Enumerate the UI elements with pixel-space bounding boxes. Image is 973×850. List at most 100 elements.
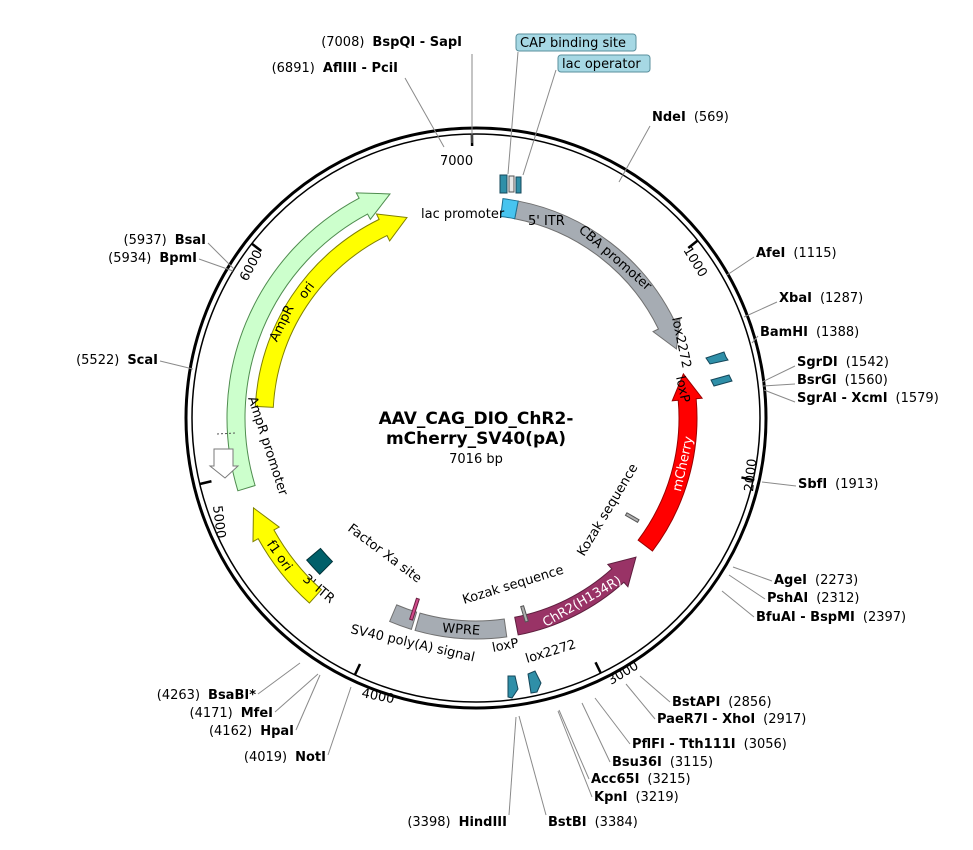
- site-label: BstBI(3384): [548, 815, 638, 830]
- callout-1: lac operator: [522, 54, 651, 176]
- site-leader-2: [618, 125, 651, 183]
- svg-text:lac operator: lac operator: [562, 57, 641, 72]
- cba-promoter-label: CBA promoter: [575, 223, 654, 295]
- site-leader-3: [726, 256, 755, 276]
- site-label: PaeR7I - XhoI(2917): [657, 712, 806, 727]
- site-label: AfeI(1115): [756, 246, 837, 261]
- wpre-label: WPRE: [442, 621, 481, 639]
- plasmid-title-line1: AAV_CAG_DIO_ChR2-: [379, 409, 574, 429]
- site-leader-26: [198, 258, 234, 272]
- feature-label-8: lox2272: [524, 637, 578, 667]
- feature-label-10: Kozak sequence: [575, 461, 642, 559]
- site-label: (4171)MfeI: [190, 706, 273, 721]
- site-label: (4162)HpaI: [209, 724, 294, 739]
- site-leader-12: [721, 590, 755, 618]
- site-leader-21: [327, 686, 352, 756]
- tick-label-4: 5000: [209, 505, 228, 540]
- tick-6: 7000: [440, 134, 474, 169]
- site-label: KpnI(3219): [594, 790, 679, 805]
- feature-label-7: loxP: [491, 636, 520, 656]
- site-label: (5937)BsaI: [124, 233, 207, 248]
- tick-label-3: 4000: [360, 686, 395, 707]
- site-label: BfuAI - BspMI(2397): [756, 610, 906, 625]
- lox2272-bottom: [527, 670, 542, 694]
- cba-promoter-feature: [514, 200, 681, 350]
- site-leader-20: [508, 716, 517, 816]
- chr2-feature: [514, 556, 637, 636]
- site-leader-27: [207, 242, 235, 270]
- plasmid-title-line2: mCherry_SV40(pA): [386, 429, 566, 449]
- site-leader-13: [639, 675, 671, 703]
- site-leader-4: [743, 301, 778, 318]
- tick-0: 1000: [680, 239, 710, 280]
- site-leader-6: [761, 365, 796, 383]
- site-leader-19: [518, 715, 547, 816]
- site-label: (6891)AflIII - PciI: [272, 61, 398, 76]
- site-leader-9: [761, 481, 797, 487]
- restriction-sites: (7008)BspQI - SapI(6891)AflIII - PciINde…: [76, 35, 939, 830]
- chr2-label: ChR2(H134R): [540, 573, 624, 630]
- tick-label-1: 2000: [742, 458, 760, 492]
- site-label: BamHI(1388): [760, 325, 859, 340]
- feature-label-11: Factor Xa site: [345, 521, 425, 586]
- tick-label-2: 3000: [605, 659, 641, 689]
- callouts: CAP binding site lac operator: [507, 33, 651, 176]
- tick-3: 4000: [353, 663, 396, 707]
- wpre-feature: [414, 612, 508, 640]
- kozak-1: [520, 605, 529, 623]
- site-label: XbaI(1287): [779, 291, 863, 306]
- site-label: (3398)HindIII: [407, 815, 507, 830]
- factor-xa: [409, 597, 420, 621]
- site-label: (4263)BsaBI*: [157, 688, 256, 703]
- site-label: BstAPI(2856): [672, 695, 772, 710]
- site-leader-15: [594, 697, 631, 745]
- tick-label-5: 6000: [237, 248, 266, 284]
- plasmid-size: 7016 bp: [449, 452, 503, 467]
- feature-label-9: Kozak sequence: [461, 563, 566, 608]
- site-leader-5: [751, 335, 759, 344]
- feature-label-1: 5' ITR: [528, 214, 565, 229]
- ori-feature: [254, 213, 408, 408]
- ampr-feature: [226, 192, 391, 492]
- lox2272-top: [705, 351, 729, 365]
- site-leader-23: [274, 673, 319, 713]
- svg-text:CAP binding site: CAP binding site: [520, 36, 626, 51]
- site-label: (5522)ScaI: [76, 353, 158, 368]
- site-leader-10: [732, 566, 773, 582]
- site-label: (4019)NotI: [244, 750, 326, 765]
- feature-label-0: lac promoter: [421, 207, 505, 222]
- ampr-promoter-arrow: [208, 448, 240, 479]
- site-label: (7008)BspQI - SapI: [321, 35, 462, 50]
- site-label: (5934)BpmI: [108, 251, 197, 266]
- kozak-2: [624, 512, 640, 524]
- backbone-outer: [184, 126, 768, 710]
- site-label: SbfI(1913): [798, 477, 878, 492]
- site-leader-14: [625, 683, 656, 720]
- site-label: SgrDI(1542): [797, 355, 889, 370]
- site-leader-11: [728, 574, 766, 600]
- site-label: PshAI(2312): [767, 591, 859, 606]
- callout-0: CAP binding site: [507, 33, 637, 175]
- site-label: SgrAI - XcmI(1579): [797, 391, 939, 406]
- loxp-top: [710, 374, 733, 387]
- feature-label-3: loxP: [672, 375, 692, 404]
- lac-promoter-glyph: [499, 174, 522, 194]
- tick-1: 2000: [741, 458, 760, 492]
- features: [226, 192, 704, 640]
- site-leader-7: [762, 383, 796, 387]
- site-label: BsrGI(1560): [797, 373, 888, 388]
- site-leader-18: [557, 710, 593, 798]
- 5-itr-feature: [500, 198, 519, 220]
- site-leaders: [159, 54, 797, 816]
- site-label: PflFI - Tth111I(3056): [632, 737, 787, 752]
- site-leader-8: [763, 389, 796, 403]
- small-features: [208, 174, 733, 699]
- ampr-dash: [216, 432, 237, 435]
- mcherry-feature: [637, 372, 704, 552]
- site-label: Bsu36I(3115): [612, 755, 713, 770]
- tick-4: 5000: [199, 480, 228, 540]
- tick-label-6: 7000: [440, 154, 473, 169]
- site-leader-1: [404, 77, 445, 148]
- f1-ori-feature: [252, 506, 323, 604]
